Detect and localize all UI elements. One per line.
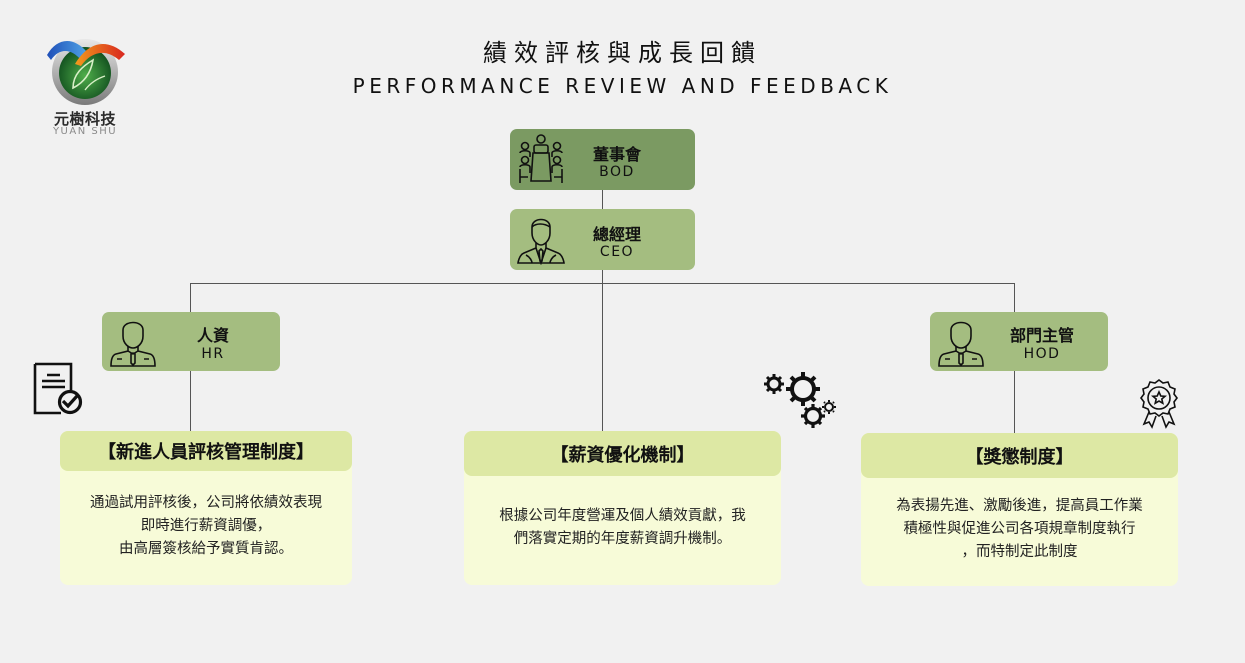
connector-hr-card [190,370,191,432]
page-title-cn: 績效評核與成長回饋 [483,39,762,67]
bod-label-cn: 董事會 [592,145,641,164]
policy-card-new-employee-review: 【新進人員評核管理制度】 通過試用評核後，公司將依績效表現 即時進行薪資調優， … [60,431,352,585]
connector-horizontal [190,283,1015,284]
policy-card-description: 為表揚先進、激勵後進，提高員工作業 積極性與促進公司各項規章制度執行 ，而特制定… [869,495,1170,564]
org-node-hr[interactable]: 人資 HR [102,312,280,371]
hr-label-en: HR [201,346,225,362]
connector-ceo-trunk [602,269,603,431]
description-line: ，而特制定此制度 [961,544,1078,560]
description-line: 積極性與促進公司各項規章制度執行 [903,521,1136,537]
gears-icon [764,372,836,428]
org-node-bod[interactable]: 董事會 BOD [510,129,695,190]
description-line: 們落實定期的年度薪資調升機制。 [513,531,732,547]
ceo-label-en: CEO [599,244,635,260]
policy-card-salary-optimization: 【薪資優化機制】 根據公司年度營運及個人績效貢獻，我 們落實定期的年度薪資調升機… [464,431,781,585]
policy-card-reward-discipline: 【獎懲制度】 為表揚先進、激勵後進，提高員工作業 積極性與促進公司各項規章制度執… [861,433,1178,586]
logo-emblem-icon [47,39,125,105]
connector-bod-ceo [602,189,603,209]
policy-card-title: 【薪資優化機制】 [464,431,781,476]
boardroom-meeting-icon [519,134,563,183]
hr-label-cn: 人資 [196,326,229,345]
logo-name-cn: 元樹科技 [53,110,116,128]
description-line: 即時進行薪資調優， [140,518,272,534]
hod-label-en: HOD [1023,346,1061,362]
award-badge-icon [1140,379,1178,429]
businessman-icon [517,218,565,265]
description-line: 為表揚先進、激勵後進，提高員工作業 [896,498,1143,514]
description-line: 通過試用評核後，公司將依績效表現 [90,495,322,511]
company-logo: 元樹科技 YUAN SHU [40,30,130,142]
logo-name-en: YUAN SHU [52,126,118,137]
employee-icon [110,321,156,367]
policy-card-description: 通過試用評核後，公司將依績效表現 即時進行薪資調優， 由高層簽核給予實質肯認。 [68,492,344,561]
description-line: 由高層簽核給予實質肯認。 [119,541,293,557]
org-node-hod[interactable]: 部門主管 HOD [930,312,1108,371]
connector-hod-card [1014,370,1015,433]
policy-card-description: 根據公司年度營運及個人績效貢獻，我 們落實定期的年度薪資調升機制。 [472,505,773,551]
policy-card-title: 【新進人員評核管理制度】 [60,431,352,471]
hod-label-cn: 部門主管 [1009,326,1074,345]
description-line: 根據公司年度營運及個人績效貢獻，我 [499,508,746,524]
bod-label-en: BOD [599,164,635,180]
policy-card-title: 【獎懲制度】 [861,433,1178,478]
page-title-en: PERFORMANCE REVIEW AND FEEDBACK [352,74,893,98]
employee-icon [938,321,984,367]
ceo-label-cn: 總經理 [592,225,641,244]
connector-hod-drop [1014,283,1015,313]
org-node-ceo[interactable]: 總經理 CEO [510,209,695,270]
connector-hr-drop [190,283,191,313]
document-check-icon [33,362,83,415]
